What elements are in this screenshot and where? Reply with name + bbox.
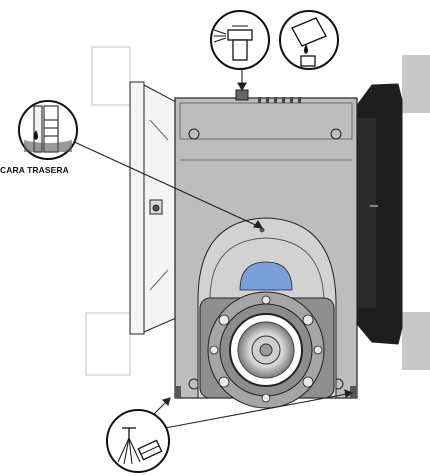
leader-lines: [69, 70, 354, 431]
output-shaft-flange: [199, 291, 335, 409]
oil-sight-window: [239, 261, 293, 291]
oil-drain-icon: [106, 409, 170, 473]
breather-vent-icon: [210, 10, 270, 70]
left-lower-pad: [85, 312, 131, 376]
left-upper-pad: [91, 46, 131, 106]
drain-plug: [175, 386, 181, 398]
oil-level-sight-icon: [18, 100, 78, 160]
rear-face-label: CARA TRASERA: [0, 165, 69, 175]
right-upper-pad: [402, 55, 430, 113]
flange-bolts: [209, 295, 323, 403]
breather-plug: [235, 89, 249, 101]
cooling-fins: [258, 97, 301, 103]
left-mounting-flange: [129, 81, 177, 335]
oil-fill-icon: [279, 10, 339, 70]
right-lower-pad: [402, 312, 430, 370]
drain-plug: [350, 386, 356, 398]
mount-hole: [188, 128, 200, 140]
mount-hole: [330, 128, 342, 140]
motor-flange: [351, 83, 403, 345]
